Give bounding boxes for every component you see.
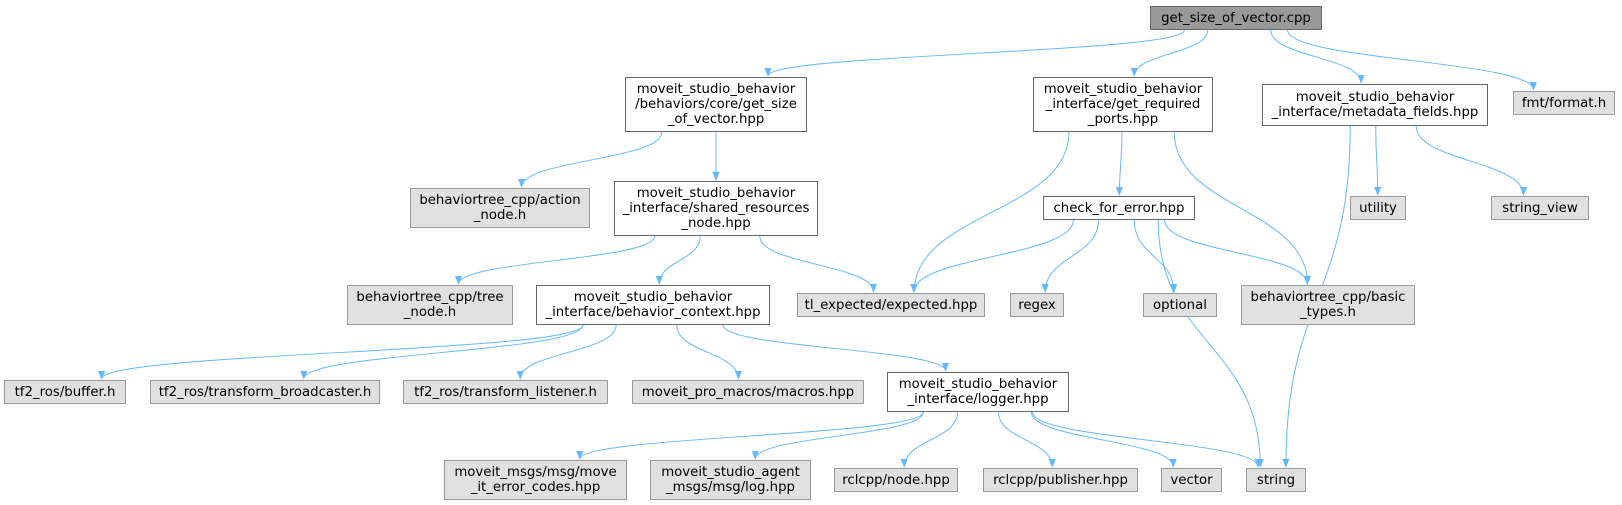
edge-shared_resources_node-to-tl_expected — [759, 235, 878, 293]
node-label: moveit_studio_behavior _interface/logger… — [898, 377, 1058, 407]
node-vector[interactable]: vector — [1161, 468, 1222, 492]
node-moveit-pro-macros[interactable]: moveit_pro_macros/macros.hpp — [632, 380, 864, 404]
node-tl-expected-hpp[interactable]: tl_expected/expected.hpp — [797, 293, 985, 317]
node-check-for-error-hpp[interactable]: check_for_error.hpp — [1043, 196, 1195, 220]
node-string[interactable]: string — [1246, 468, 1306, 492]
edge-logger-to-agent_log — [751, 411, 924, 460]
edge-metadata_fields-to-string_view — [1415, 125, 1528, 196]
node-label: behaviortree_cpp/basic _types.h — [1250, 290, 1406, 320]
node-move-it-error-codes[interactable]: moveit_msgs/msg/move _it_error_codes.hpp — [444, 460, 627, 500]
node-label: utility — [1359, 200, 1397, 216]
node-rclcpp-node[interactable]: rclcpp/node.hpp — [834, 468, 958, 492]
edge-behavior_context-to-macros — [676, 324, 743, 380]
node-tf2-transform-broadcaster[interactable]: tf2_ros/transform_broadcaster.h — [150, 380, 380, 404]
node-label: fmt/format.h — [1521, 95, 1607, 111]
node-label: check_for_error.hpp — [1053, 200, 1185, 216]
edge-logger-to-string — [1032, 411, 1262, 468]
edge-get_required_ports-to-check_for_error — [1115, 131, 1124, 196]
edge-get_required_ports-to-tl_expected — [910, 131, 1070, 293]
node-rclcpp-publisher[interactable]: rclcpp/publisher.hpp — [983, 468, 1138, 492]
node-shared-resources-node-hpp[interactable]: moveit_studio_behavior _interface/shared… — [614, 181, 818, 236]
node-label: get_size_of_vector.cpp — [1161, 10, 1311, 26]
node-label: moveit_msgs/msg/move _it_error_codes.hpp — [454, 465, 617, 495]
edge-check_for_error-to-optional — [1133, 219, 1178, 293]
node-metadata-fields-hpp[interactable]: moveit_studio_behavior _interface/metada… — [1262, 84, 1488, 126]
edge-metadata_fields-to-utility — [1374, 125, 1382, 196]
node-label: tf2_ros/transform_broadcaster.h — [158, 384, 372, 400]
edge-behavior_context-to-tf2_buffer — [98, 324, 584, 380]
node-label: regex — [1018, 297, 1056, 313]
edge-check_for_error-to-regex — [1041, 219, 1099, 293]
node-label: rclcpp/publisher.hpp — [993, 472, 1128, 488]
edge-behavior_context-to-logger — [722, 324, 950, 372]
edge-get_required_ports-to-bt_basic_types — [1173, 131, 1312, 285]
edge-shared_resources_node-to-bt_tree_node — [455, 235, 656, 285]
node-label: string — [1256, 472, 1296, 488]
node-label: tl_expected/expected.hpp — [804, 297, 978, 313]
edge-behavior_context-to-tf2_broadcaster — [300, 324, 584, 380]
edge-root-to-get_required_ports — [1130, 29, 1209, 77]
edge-logger-to-vector — [1030, 411, 1177, 468]
node-logger-hpp[interactable]: moveit_studio_behavior _interface/logger… — [887, 372, 1069, 412]
node-root-file[interactable]: get_size_of_vector.cpp — [1150, 6, 1322, 30]
node-label: moveit_studio_behavior /behaviors/core/g… — [635, 82, 797, 127]
node-get-required-ports-hpp[interactable]: moveit_studio_behavior _interface/get_re… — [1033, 77, 1213, 132]
edge-logger-to-move_it_error_codes — [576, 411, 924, 460]
edge-root-to-get_size_hpp — [764, 29, 1185, 77]
node-behavior-context-hpp[interactable]: moveit_studio_behavior _interface/behavi… — [536, 285, 770, 325]
dependency-edges — [98, 29, 1537, 468]
node-label: moveit_studio_behavior _interface/get_re… — [1043, 82, 1203, 127]
edge-logger-to-rclcpp_node — [900, 411, 958, 468]
node-label: moveit_studio_agent _msgs/msg/log.hpp — [661, 465, 800, 495]
node-utility[interactable]: utility — [1350, 196, 1406, 220]
edge-root-to-fmt_format — [1287, 29, 1537, 91]
node-label: tf2_ros/buffer.h — [14, 384, 116, 400]
node-tf2-transform-listener[interactable]: tf2_ros/transform_listener.h — [403, 380, 608, 404]
node-label: moveit_pro_macros/macros.hpp — [641, 384, 855, 400]
node-label: moveit_studio_behavior _interface/shared… — [622, 186, 810, 231]
node-label: vector — [1170, 472, 1213, 488]
node-bt-basic-types[interactable]: behaviortree_cpp/basic _types.h — [1241, 285, 1415, 325]
edge-check_for_error-to-bt_basic_types — [1164, 219, 1311, 285]
edge-shared_resources_node-to-behavior_context — [655, 235, 701, 285]
edge-logger-to-rclcpp_publisher — [998, 411, 1056, 468]
node-get-size-of-vector-hpp[interactable]: moveit_studio_behavior /behaviors/core/g… — [625, 77, 807, 132]
node-bt-action-node[interactable]: behaviortree_cpp/action _node.h — [410, 188, 590, 228]
edge-get_size_hpp-to-bt_action_node — [518, 131, 663, 188]
node-agent-msgs-log[interactable]: moveit_studio_agent _msgs/msg/log.hpp — [650, 460, 811, 500]
node-label: rclcpp/node.hpp — [842, 472, 950, 488]
node-optional[interactable]: optional — [1143, 293, 1217, 317]
node-bt-tree-node[interactable]: behaviortree_cpp/tree _node.h — [347, 285, 513, 325]
node-regex[interactable]: regex — [1010, 293, 1064, 317]
node-label: behaviortree_cpp/tree _node.h — [356, 290, 504, 320]
node-label: moveit_studio_behavior _interface/metada… — [1271, 90, 1479, 120]
edge-root-to-metadata_fields — [1270, 29, 1365, 84]
node-string-view[interactable]: string_view — [1491, 196, 1589, 220]
node-label: tf2_ros/transform_listener.h — [414, 384, 597, 400]
node-tf2-buffer[interactable]: tf2_ros/buffer.h — [4, 380, 126, 404]
node-label: optional — [1153, 297, 1207, 313]
edge-behavior_context-to-tf2_listener — [516, 324, 617, 380]
edge-check_for_error-to-string — [1157, 219, 1264, 468]
node-label: behaviortree_cpp/action _node.h — [419, 193, 581, 223]
node-fmt-format[interactable]: fmt/format.h — [1513, 91, 1615, 115]
edge-check_for_error-to-tl_expected — [910, 219, 1074, 293]
node-label: string_view — [1502, 200, 1578, 216]
node-label: moveit_studio_behavior _interface/behavi… — [545, 290, 761, 320]
